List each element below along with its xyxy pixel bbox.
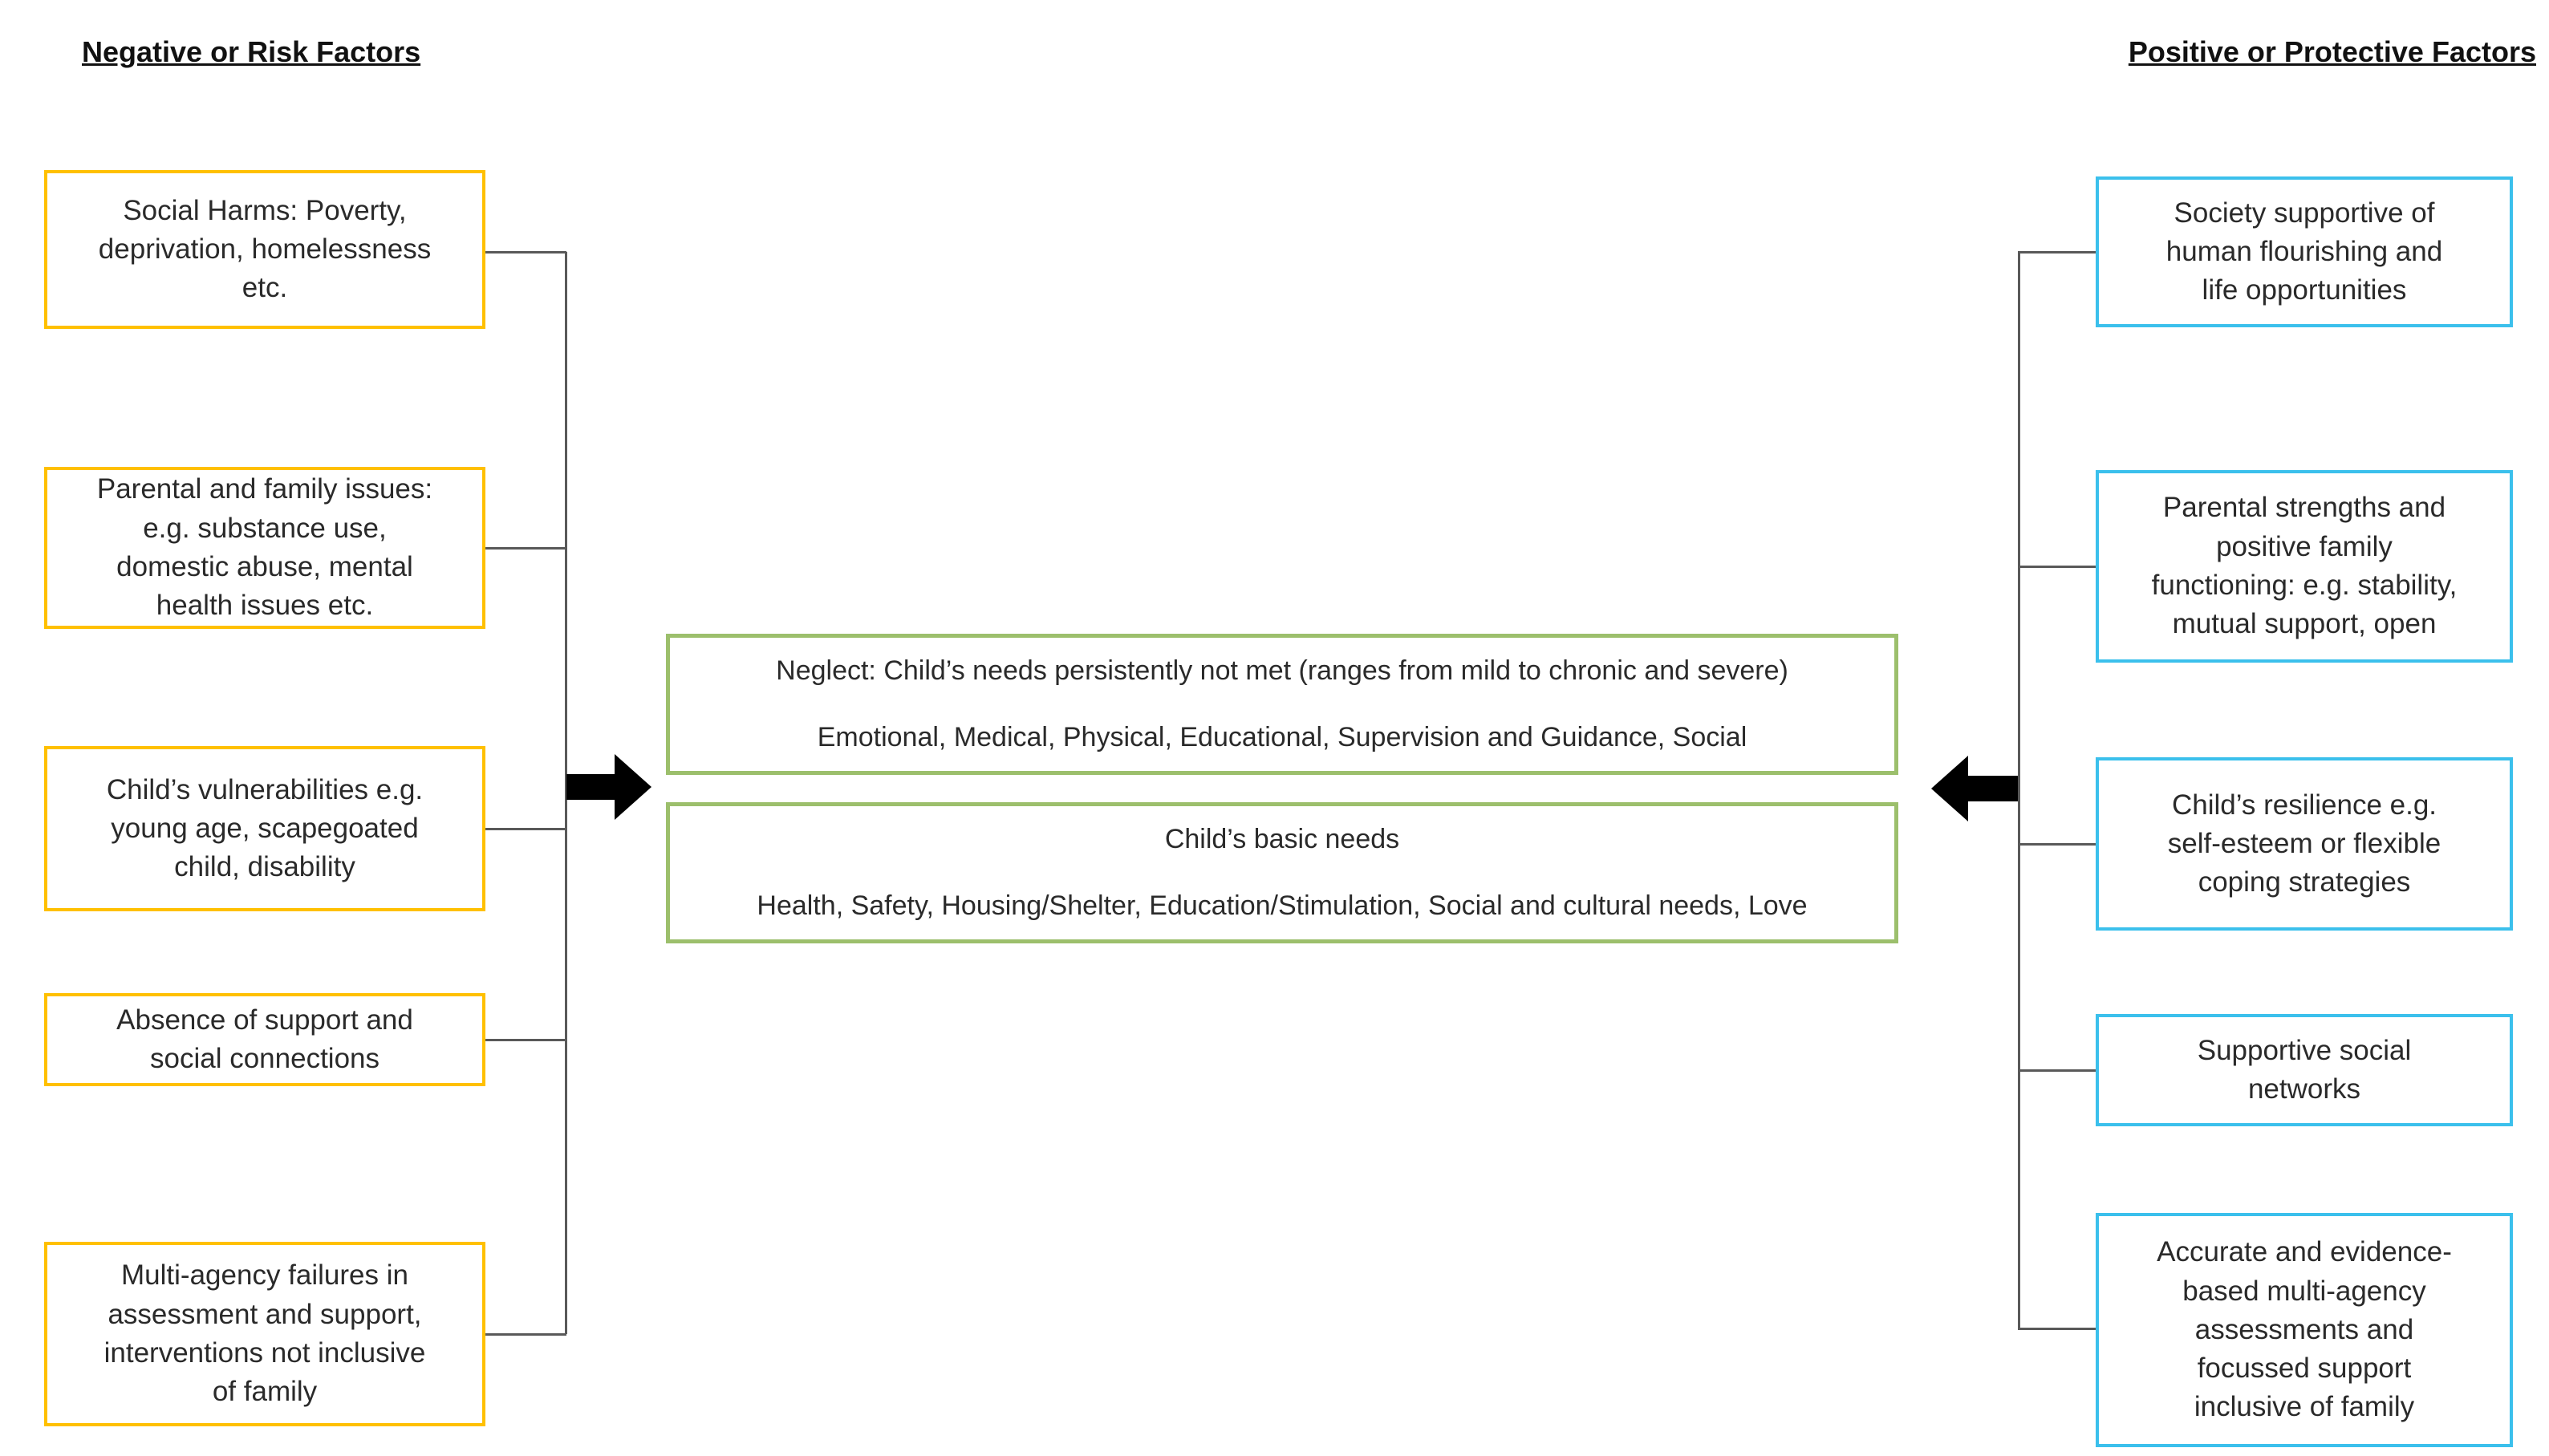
protective-factor-box-multi-agency-assessments: Accurate and evidence- based multi-agenc… — [2096, 1213, 2513, 1447]
risk-factor-box-multi-agency-failures: Multi-agency failures in assessment and … — [44, 1242, 485, 1426]
connector-line-right-vertical — [2018, 251, 2020, 1330]
connector-line — [2019, 1328, 2096, 1330]
neglect-subtitle: Emotional, Medical, Physical, Educationa… — [817, 722, 1747, 752]
basic-needs-box: Child’s basic needs Health, Safety, Hous… — [666, 802, 1898, 943]
connector-line — [485, 1333, 566, 1336]
protective-factor-text: Child’s resilience e.g. self-esteem or f… — [2167, 789, 2441, 898]
connector-line — [2019, 251, 2096, 253]
risk-factor-text: Multi-agency failures in assessment and … — [104, 1259, 426, 1408]
risk-factor-box-social-harms: Social Harms: Poverty, deprivation, home… — [44, 170, 485, 329]
arrow-left-icon — [1931, 756, 2018, 821]
protective-factor-box-supportive-society: Society supportive of human flourishing … — [2096, 176, 2513, 327]
protective-factor-box-child-resilience: Child’s resilience e.g. self-esteem or f… — [2096, 757, 2513, 931]
protective-factor-text: Society supportive of human flourishing … — [2165, 197, 2443, 306]
neglect-box: Neglect: Child’s needs persistently not … — [666, 634, 1898, 775]
arrow-head — [1931, 756, 1968, 821]
basic-needs-title: Child’s basic needs — [1164, 824, 1400, 855]
arrow-right-icon — [566, 754, 651, 820]
protective-factor-text: Parental strengths and positive family f… — [2151, 492, 2458, 640]
arrow-tail — [1967, 776, 2018, 801]
risk-factor-box-absence-of-support: Absence of support and social connection… — [44, 993, 485, 1086]
protective-factor-box-parental-strengths: Parental strengths and positive family f… — [2096, 470, 2513, 663]
risk-factor-box-child-vulnerabilities: Child’s vulnerabilities e.g. young age, … — [44, 746, 485, 911]
heading-negative-risk-factors: Negative or Risk Factors — [82, 35, 421, 68]
connector-line — [2019, 843, 2096, 846]
connector-line — [485, 1039, 566, 1041]
neglect-title: Neglect: Child’s needs persistently not … — [776, 655, 1788, 687]
risk-factor-text: Parental and family issues: e.g. substan… — [96, 473, 433, 622]
connector-line-left-vertical — [565, 252, 567, 1334]
protective-factor-text: Accurate and evidence- based multi-agenc… — [2157, 1236, 2452, 1423]
connector-line — [485, 251, 566, 253]
basic-needs-subtitle: Health, Safety, Housing/Shelter, Educati… — [757, 890, 1808, 921]
risk-factor-text: Child’s vulnerabilities e.g. young age, … — [106, 773, 424, 883]
protective-factor-box-social-networks: Supportive social networks — [2096, 1014, 2513, 1126]
heading-positive-protective-factors: Positive or Protective Factors — [2128, 35, 2536, 68]
risk-factor-text: Social Harms: Poverty, deprivation, home… — [98, 194, 432, 304]
connector-line — [2019, 566, 2096, 568]
connector-line — [2019, 1069, 2096, 1072]
risk-factor-box-parental-family-issues: Parental and family issues: e.g. substan… — [44, 467, 485, 629]
protective-factor-text: Supportive social networks — [2197, 1034, 2412, 1105]
arrow-head — [615, 754, 651, 820]
connector-line — [485, 547, 566, 550]
risk-factor-text: Absence of support and social connection… — [116, 1004, 413, 1074]
arrow-tail — [566, 774, 616, 800]
connector-line — [485, 828, 566, 830]
